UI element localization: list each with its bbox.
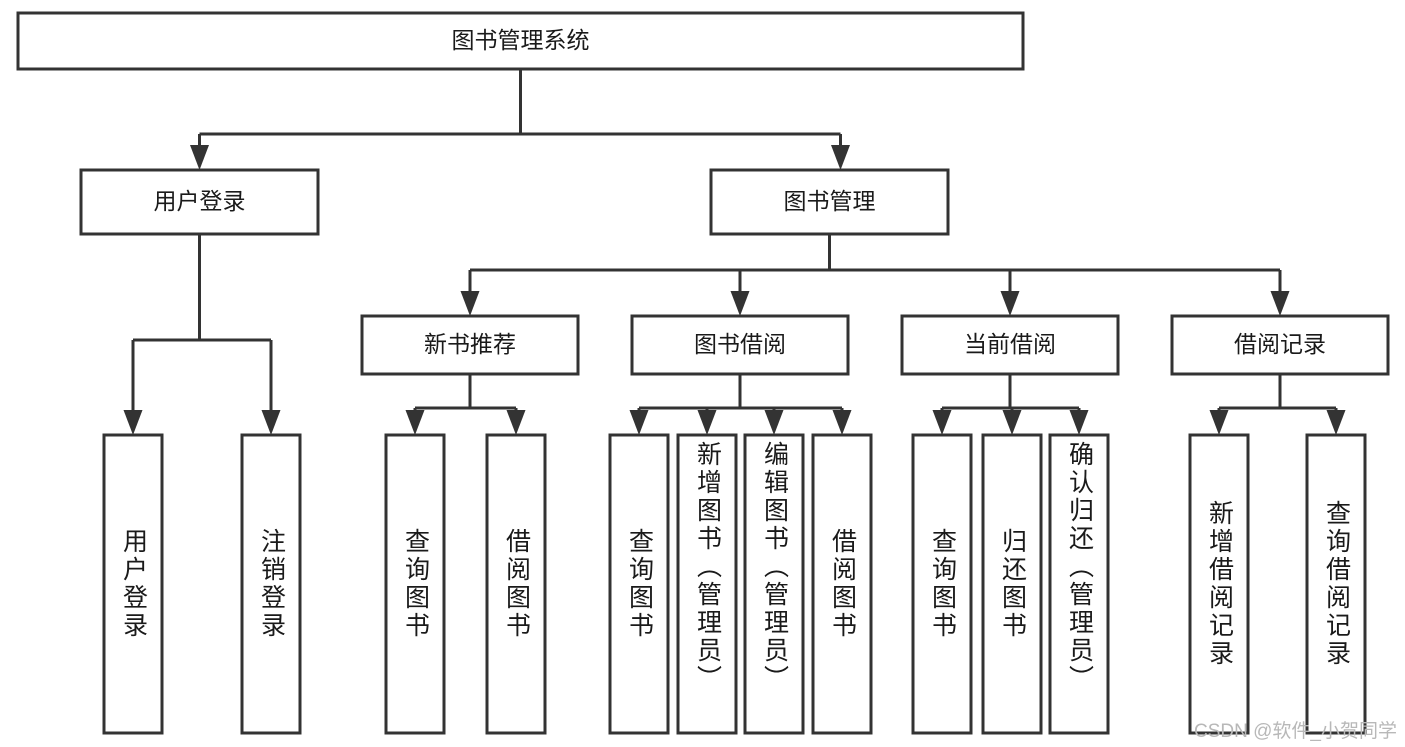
arrow-head [190,145,209,170]
leaf-node-confirm-return-admin[interactable] [1048,433,1110,735]
leaf-node-add-book-admin[interactable] [676,433,738,735]
leaf-node-user-login[interactable] [102,433,164,735]
arrow-head [506,410,526,435]
arrow-head [629,410,649,435]
connector-group-level2-books-to-level3 [460,234,1290,316]
connector-group-login-to-leaves [123,234,281,435]
arrow-head [1209,410,1229,435]
connector-group-newbooks-to-leaves [405,374,526,435]
leaf-node-return-book[interactable] [981,433,1043,735]
arrow-head [697,410,717,435]
connector-group-current-to-leaves [932,374,1089,435]
arrow-head [1069,410,1089,435]
leaf-node-query-book-recommend[interactable] [384,433,446,735]
leaf-node-add-borrow-record[interactable] [1188,433,1250,735]
node-user-login-label: 用户登录 [154,188,246,214]
connector-group-records-to-leaves [1209,374,1346,435]
node-book-borrow[interactable]: 图书借阅 [630,314,850,376]
leaf-node-borrow-book-recommend[interactable] [485,433,547,735]
arrow-head [261,410,281,435]
arrow-head [123,410,143,435]
node-root-label: 图书管理系统 [452,27,590,53]
node-new-book-recommend-label: 新书推荐 [424,331,516,357]
connector-group-borrow-to-leaves [629,374,852,435]
leaf-node-query-book-current[interactable] [911,433,973,735]
leaf-node-query-borrow-record[interactable] [1305,433,1367,735]
node-current-borrow[interactable]: 当前借阅 [900,314,1120,376]
arrow-head [1270,291,1290,316]
leaf-node-logout[interactable] [240,433,302,735]
node-book-borrow-label: 图书借阅 [694,331,786,357]
arrow-head [1326,410,1346,435]
node-borrow-records-label: 借阅记录 [1234,331,1326,357]
leaf-node-borrow-book[interactable] [811,433,873,735]
arrow-head [764,410,784,435]
arrow-head [932,410,952,435]
node-root[interactable]: 图书管理系统 [16,11,1025,71]
arrow-head [460,291,480,316]
node-borrow-records[interactable]: 借阅记录 [1170,314,1390,376]
arrow-head [1002,410,1022,435]
node-book-management[interactable]: 图书管理 [709,168,950,236]
arrow-head [831,145,850,170]
arrow-head [405,410,425,435]
node-user-login[interactable]: 用户登录 [79,168,320,236]
node-book-management-label: 图书管理 [784,188,876,214]
arrow-head [730,291,750,316]
leaf-node-edit-book-admin[interactable] [743,433,805,735]
leaf-node-query-book-borrow[interactable] [608,433,670,735]
node-new-book-recommend[interactable]: 新书推荐 [360,314,580,376]
node-current-borrow-label: 当前借阅 [964,331,1056,357]
arrow-head [1000,291,1020,316]
connector-group-root-to-level2 [190,69,850,170]
arrow-head [832,410,852,435]
